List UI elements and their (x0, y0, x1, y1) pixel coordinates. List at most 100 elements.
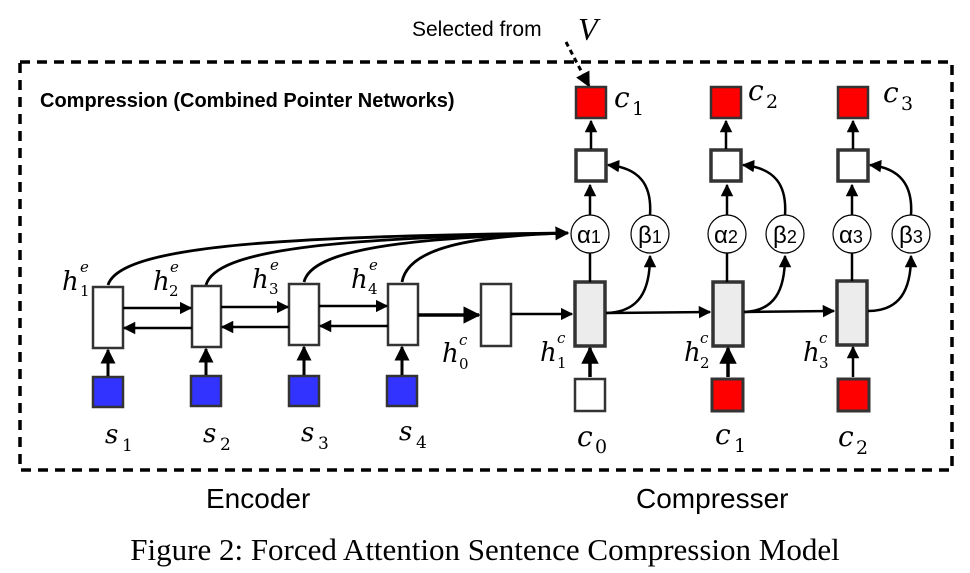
svg-text:2: 2 (169, 282, 179, 300)
svg-text:h: h (684, 338, 701, 368)
encoder: h e 1 h e 2 h e 3 h e 4 s 1 s 2 s (62, 226, 570, 456)
beta-to-combine-arrow (868, 159, 913, 216)
figure-caption: Figure 2: Forced Attention Sentence Comp… (130, 532, 839, 567)
hidden-state-label: h e 3 (252, 256, 279, 298)
svg-text:0: 0 (595, 436, 607, 458)
annotation-arrow (564, 41, 591, 88)
cell-to-beta-arrow (867, 254, 918, 313)
input-token (91, 375, 125, 409)
diagram-title: Compression (Combined Pointer Networks) (40, 90, 455, 112)
alpha-label: α3 (839, 222, 863, 249)
compresser-input-label: c 1 (715, 418, 746, 457)
svg-text:4: 4 (416, 433, 427, 453)
svg-text:1: 1 (557, 354, 567, 372)
encoder-cell (190, 284, 223, 349)
svg-text:h: h (252, 265, 269, 295)
encoder-section-label: Encoder (206, 483, 310, 514)
output-token (709, 85, 743, 120)
recurrent-arrow (605, 305, 712, 319)
compresser-cell (711, 280, 745, 348)
attention-arc (400, 226, 570, 283)
recurrent-arrow (743, 304, 836, 318)
compresser-cell (573, 280, 607, 348)
input-token (385, 374, 419, 408)
encoder-cell (91, 285, 125, 350)
beta-to-combine-arrow (741, 159, 787, 216)
input-label: s 4 (399, 417, 427, 453)
attention-arc (204, 231, 569, 286)
svg-text:c: c (557, 329, 566, 347)
input-label: s 1 (105, 420, 133, 456)
hidden-state-label: h c 2 (684, 329, 710, 372)
alpha-label: α1 (577, 222, 601, 249)
compression-frame (18, 60, 954, 472)
compresser-section-label: Compresser (636, 483, 788, 514)
svg-text:2: 2 (220, 435, 231, 455)
svg-text:c: c (883, 76, 899, 109)
beta-to-combine-arrow (606, 159, 652, 216)
output-label: c 1 (614, 81, 644, 120)
svg-text:1: 1 (632, 98, 644, 120)
svg-text:0: 0 (459, 355, 469, 373)
svg-text:h: h (153, 267, 170, 297)
svg-text:c: c (715, 418, 731, 451)
annotation-symbol: V (578, 11, 601, 47)
input-label: s 2 (203, 419, 231, 455)
output-token (836, 85, 870, 120)
svg-text:s: s (105, 420, 118, 450)
svg-text:c: c (577, 420, 593, 453)
beta-label: β3 (899, 222, 923, 249)
cell-to-beta-arrow (605, 254, 657, 315)
input-token (287, 374, 321, 408)
input-label: s 3 (301, 418, 329, 454)
svg-text:e: e (270, 256, 279, 274)
init-state-label: h c 0 (442, 331, 469, 373)
input-token (189, 374, 223, 408)
beta-label: β2 (773, 222, 797, 249)
svg-text:h: h (540, 338, 557, 368)
svg-text:e: e (80, 258, 89, 276)
svg-text:s: s (399, 417, 412, 447)
svg-text:1: 1 (734, 435, 746, 457)
svg-text:s: s (301, 418, 314, 448)
output-label: c 3 (883, 76, 913, 115)
combine-cell (574, 148, 608, 183)
hidden-state-label: h c 1 (540, 329, 567, 372)
svg-text:2: 2 (700, 354, 710, 372)
svg-text:3: 3 (269, 280, 279, 298)
svg-text:2: 2 (856, 437, 868, 459)
compresser-input-label: c 0 (577, 420, 607, 458)
svg-text:c: c (614, 81, 630, 114)
svg-text:1: 1 (122, 436, 133, 456)
attention-arc (302, 231, 569, 283)
svg-text:c: c (819, 329, 828, 347)
svg-text:h: h (442, 339, 459, 369)
svg-text:e: e (170, 258, 179, 276)
attention-arc (106, 231, 569, 286)
encoder-cell (386, 282, 420, 347)
svg-text:h: h (351, 265, 368, 295)
svg-text:3: 3 (901, 93, 913, 115)
combine-cell (836, 148, 870, 183)
hidden-state-label: h e 1 (62, 258, 90, 300)
svg-text:2: 2 (766, 91, 778, 113)
compresser-cell (835, 279, 869, 347)
compresser-input-token (710, 377, 745, 413)
compresser-input-label: c 2 (838, 420, 868, 459)
svg-text:c: c (700, 329, 709, 347)
svg-text:c: c (838, 420, 854, 453)
svg-text:c: c (748, 74, 764, 107)
svg-text:h: h (803, 338, 820, 368)
compresser-input-token (573, 377, 607, 413)
svg-text:3: 3 (819, 354, 829, 372)
svg-text:1: 1 (80, 282, 90, 300)
svg-text:4: 4 (368, 280, 378, 298)
encoder-cell (287, 282, 321, 347)
output-label: c 2 (748, 74, 778, 113)
cell-to-beta-arrow (743, 254, 792, 314)
svg-text:3: 3 (318, 434, 329, 454)
hidden-state-label: h c 3 (803, 329, 829, 372)
hidden-state-label: h e 2 (153, 258, 179, 300)
svg-text:s: s (203, 419, 216, 449)
